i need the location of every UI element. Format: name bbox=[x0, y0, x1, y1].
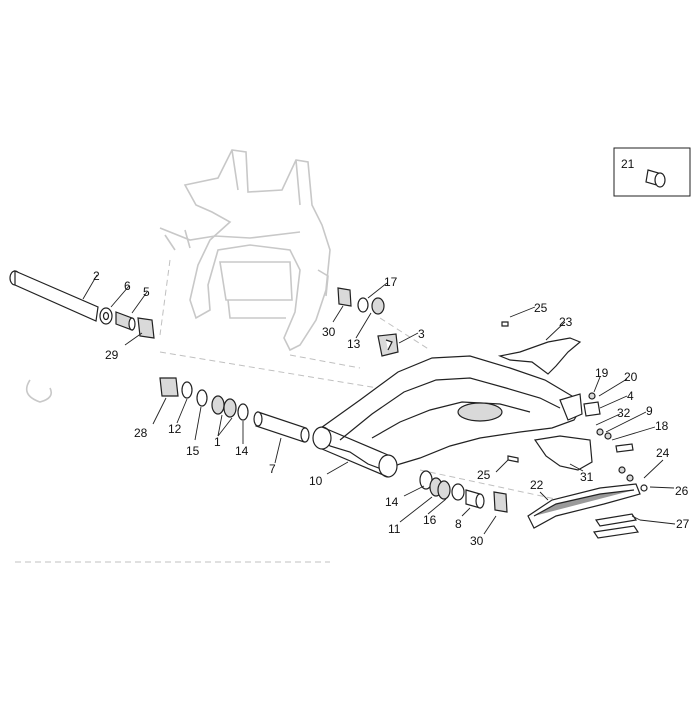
bearing-1 bbox=[211, 395, 237, 418]
callout-3[interactable]: 3 bbox=[418, 327, 425, 341]
screw-25-bottom bbox=[507, 455, 519, 463]
inset-box: 21 bbox=[613, 147, 691, 197]
swingarm bbox=[312, 355, 583, 478]
callout-1[interactable]: 1 bbox=[214, 435, 221, 449]
callout-2[interactable]: 2 bbox=[93, 269, 100, 283]
callout-28[interactable]: 28 bbox=[134, 426, 148, 440]
callout-7[interactable]: 7 bbox=[269, 462, 276, 476]
seal-12 bbox=[181, 381, 193, 399]
callout-8[interactable]: 8 bbox=[455, 517, 462, 531]
callout-22[interactable]: 22 bbox=[530, 478, 544, 492]
callout-4[interactable]: 4 bbox=[627, 389, 634, 403]
callout-24[interactable]: 24 bbox=[656, 446, 670, 460]
bush-13 bbox=[371, 297, 385, 315]
washer-6 bbox=[99, 307, 113, 325]
callout-9[interactable]: 9 bbox=[646, 404, 653, 418]
callout-16[interactable]: 16 bbox=[423, 513, 437, 527]
spacer-8 bbox=[465, 489, 485, 509]
callout-25[interactable]: 25 bbox=[534, 301, 548, 315]
chain-guard-23 bbox=[497, 337, 582, 375]
ring-15 bbox=[196, 389, 208, 407]
chain-slider-22 bbox=[527, 483, 641, 529]
circlip-14-left bbox=[237, 403, 249, 421]
callout-30[interactable]: 30 bbox=[470, 534, 484, 548]
washer-17 bbox=[357, 297, 369, 313]
callout-14[interactable]: 14 bbox=[235, 444, 249, 458]
plate-30-bottom bbox=[493, 491, 508, 513]
callout-10[interactable]: 10 bbox=[309, 474, 323, 488]
spacer-28 bbox=[159, 377, 179, 397]
callout-20[interactable]: 20 bbox=[624, 370, 638, 384]
callout-31[interactable]: 31 bbox=[580, 470, 594, 484]
callout-15[interactable]: 15 bbox=[186, 444, 200, 458]
small-hardware-right bbox=[583, 392, 648, 492]
callout-27[interactable]: 27 bbox=[676, 517, 690, 531]
callout-29[interactable]: 29 bbox=[105, 348, 119, 362]
callout-labels: 2 6 5 29 17 30 13 3 25 23 19 20 4 32 9 1… bbox=[93, 269, 690, 548]
callout-19[interactable]: 19 bbox=[595, 366, 609, 380]
alignment-lines bbox=[15, 259, 561, 563]
bearing-11 bbox=[429, 477, 451, 500]
threaded-bush-5 bbox=[115, 311, 136, 331]
callout-30[interactable]: 30 bbox=[322, 325, 336, 339]
plate-29 bbox=[137, 317, 155, 339]
pads-27 bbox=[592, 513, 640, 539]
callout-11[interactable]: 11 bbox=[388, 522, 401, 536]
callout-23[interactable]: 23 bbox=[559, 315, 573, 329]
bush-16 bbox=[451, 483, 465, 501]
screw-25-top bbox=[501, 321, 509, 327]
callout-6[interactable]: 6 bbox=[124, 279, 131, 293]
callout-12[interactable]: 12 bbox=[168, 422, 182, 436]
callout-25[interactable]: 25 bbox=[477, 468, 491, 482]
callout-13[interactable]: 13 bbox=[347, 337, 361, 351]
plate-30-top bbox=[337, 287, 352, 307]
callout-17[interactable]: 17 bbox=[384, 275, 398, 289]
callout-32[interactable]: 32 bbox=[617, 406, 631, 420]
leader-lines bbox=[82, 274, 676, 535]
frame-ghost bbox=[25, 149, 331, 403]
callout-14[interactable]: 14 bbox=[385, 495, 399, 509]
cover-31 bbox=[533, 435, 593, 471]
callout-5[interactable]: 5 bbox=[143, 285, 150, 299]
pivot-shaft bbox=[9, 270, 99, 322]
inset-label: 21 bbox=[621, 157, 635, 171]
callout-26[interactable]: 26 bbox=[675, 484, 689, 498]
bracket-3 bbox=[377, 333, 399, 357]
callout-18[interactable]: 18 bbox=[655, 419, 669, 433]
spacer-tube-7 bbox=[253, 411, 310, 443]
